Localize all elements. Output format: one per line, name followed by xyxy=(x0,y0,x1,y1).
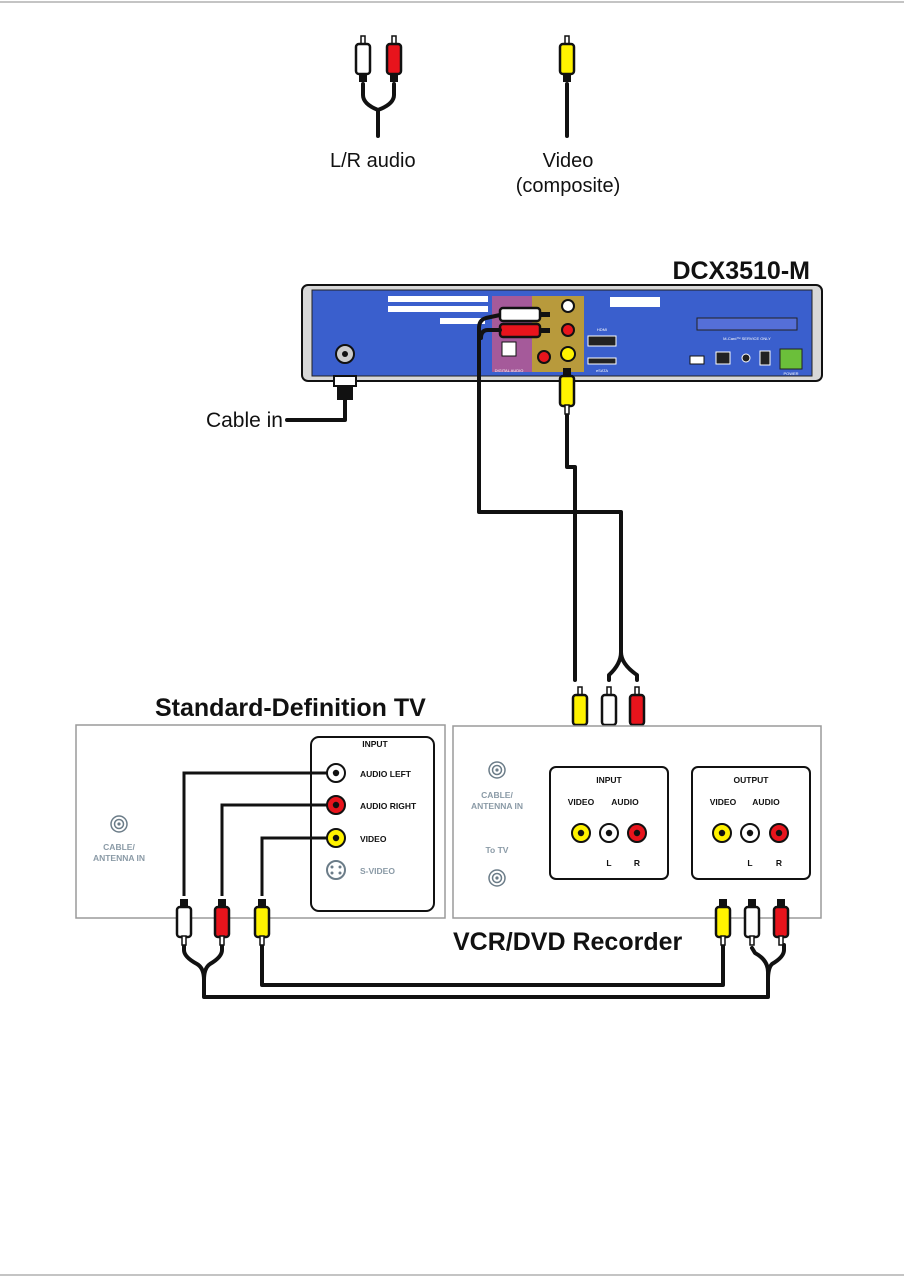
vcr-output-plug-video xyxy=(714,897,732,947)
legend-audio-label: L/R audio xyxy=(330,150,416,172)
set-top-box: DIGITAL AUDIO HDMI eSATA M-Card™ SERVICE… xyxy=(301,284,823,382)
vcr-output-header: OUTPUT xyxy=(734,775,770,785)
vcr-output-audio-col: AUDIO xyxy=(752,797,780,807)
av-cable-video xyxy=(260,943,725,987)
vcr-output-jack-video xyxy=(712,823,732,843)
power-port-label: POWER xyxy=(783,371,798,376)
tv-input-header: INPUT xyxy=(362,739,388,749)
device-model-title: DCX3510-M xyxy=(672,257,810,285)
tv-video-label: VIDEO xyxy=(360,834,387,844)
box-video-plug xyxy=(558,366,576,416)
tv-plug-video xyxy=(253,897,271,947)
vcr-output-left-label: L xyxy=(747,858,752,868)
vcr-coax-in xyxy=(488,761,506,779)
tv-wire-audio-right xyxy=(220,803,327,896)
tv-jack-video xyxy=(326,828,346,848)
hdmi-port-label: HDMI xyxy=(597,327,607,332)
vcr-input-audio-col: AUDIO xyxy=(611,797,639,807)
vcr-input-jack-right xyxy=(627,823,647,843)
vcr-coax-to-tv xyxy=(488,869,506,887)
tv-audio-left-label: AUDIO LEFT xyxy=(360,769,412,779)
legend-video-cable xyxy=(558,34,576,138)
vcr-title: VCR/DVD Recorder xyxy=(453,928,682,956)
tv-input-box xyxy=(310,736,435,912)
box-audio-plugs xyxy=(479,306,550,340)
cable-in-connector xyxy=(285,375,357,422)
vcr-input-header: INPUT xyxy=(596,775,622,785)
vcr-input-left-label: L xyxy=(606,858,611,868)
vcr-output-box xyxy=(691,766,811,880)
legend-video-sublabel: (composite) xyxy=(516,175,620,197)
tv-wire-audio-left xyxy=(182,771,327,896)
tv-s-video-label: S-VIDEO xyxy=(360,866,395,876)
box-audio-cable xyxy=(477,313,639,682)
vcr-input-jack-video xyxy=(571,823,591,843)
vcr-input-right-label: R xyxy=(634,858,640,868)
vcr-output-right-label: R xyxy=(776,858,782,868)
digital-audio-port-label: DIGITAL AUDIO xyxy=(495,368,524,373)
tv-jack-audio-right xyxy=(326,795,346,815)
av-cable-audio xyxy=(182,943,786,999)
tv-plug-audio-left xyxy=(175,897,193,947)
tv-jack-s-video xyxy=(326,860,346,880)
vcr-cable-antenna-label: CABLE/ xyxy=(481,790,513,800)
legend-video-label: Video xyxy=(543,150,594,172)
vcr-input-video-col: VIDEO xyxy=(568,797,595,807)
cablecard-slot-label: M-Card™ SERVICE ONLY xyxy=(723,336,771,341)
tv-title: Standard-Definition TV xyxy=(155,694,426,722)
tv-jack-audio-left xyxy=(326,763,346,783)
esata-port-label: eSATA xyxy=(596,368,608,373)
vcr-output-jack-right xyxy=(769,823,789,843)
vcr-output-jack-left xyxy=(740,823,760,843)
cable-in-label: Cable in xyxy=(206,409,283,432)
vcr-cable-antenna-sublabel: ANTENNA IN xyxy=(471,801,523,811)
tv-cable-antenna-label: CABLE/ xyxy=(103,842,135,852)
box-video-cable xyxy=(565,412,577,682)
vcr-output-video-col: VIDEO xyxy=(710,797,737,807)
tv-coax-jack xyxy=(110,815,128,833)
tv-wire-video xyxy=(260,836,327,896)
vcr-output-plug-right xyxy=(772,897,790,947)
vcr-output-plug-left xyxy=(743,897,761,947)
tv-audio-right-label: AUDIO RIGHT xyxy=(360,801,417,811)
legend-audio-cable xyxy=(354,34,403,138)
vcr-to-tv-label: To TV xyxy=(486,845,509,855)
tv-cable-antenna-sublabel: ANTENNA IN xyxy=(93,853,145,863)
tv-plug-audio-right xyxy=(213,897,231,947)
vcr-input-jack-left xyxy=(599,823,619,843)
